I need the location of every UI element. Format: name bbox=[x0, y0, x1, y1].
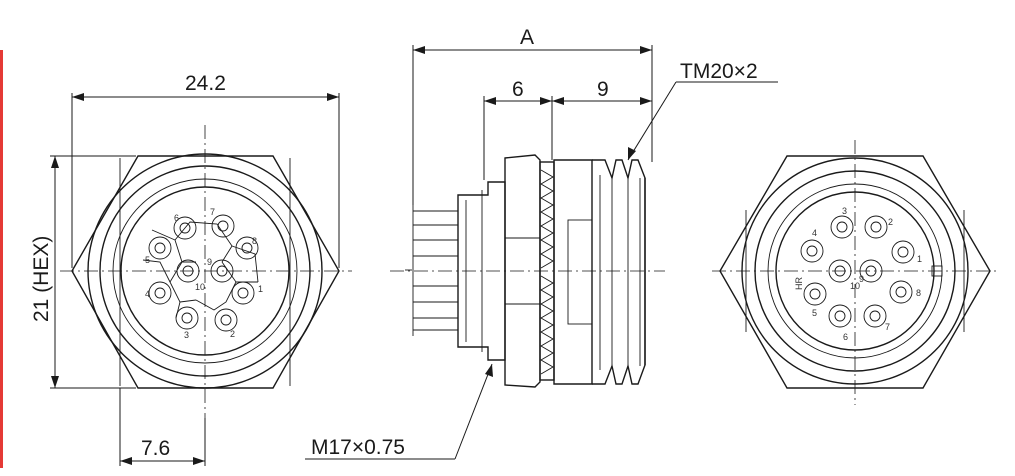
front-pin-label: 10 bbox=[195, 282, 205, 292]
front-pin-10: 10 bbox=[176, 259, 205, 292]
front-pin-7: 7 bbox=[210, 207, 235, 238]
rear-pin-label: 2 bbox=[888, 217, 893, 227]
rear-pin-label: 7 bbox=[885, 322, 890, 332]
rear-key-mark bbox=[931, 265, 943, 277]
front-pin-2: 2 bbox=[214, 308, 238, 339]
front-outer-ring bbox=[87, 153, 323, 389]
dim-hex-label: 21 (HEX) bbox=[30, 236, 53, 322]
dim-9-label: 9 bbox=[597, 78, 609, 101]
accent-bar bbox=[0, 50, 3, 468]
flange-serrations bbox=[540, 169, 554, 375]
dim-width-24-2: 24.2 bbox=[71, 72, 340, 268]
front-pin-label: 7 bbox=[210, 207, 215, 217]
front-pin-3: 3 bbox=[175, 306, 199, 340]
rear-pin-8: 8 bbox=[889, 280, 921, 304]
svg-text:HR: HR bbox=[794, 277, 804, 290]
front-view: 1 2 3 4 5 6 7 8 9 10 24.2 21 (HE bbox=[30, 72, 352, 466]
rear-pin-label: 1 bbox=[917, 254, 922, 264]
rear-pin-9: 9 bbox=[859, 259, 883, 284]
nut-spec-label: M17×0.75 bbox=[311, 436, 405, 459]
rear-pin-label: 6 bbox=[843, 332, 848, 342]
dim-total-A: A bbox=[412, 26, 653, 205]
dim-A-label: A bbox=[520, 26, 534, 49]
front-shell bbox=[553, 159, 593, 385]
front-pin-label: 2 bbox=[230, 329, 235, 339]
front-pin-8: 8 bbox=[235, 236, 259, 260]
contact-tails bbox=[405, 205, 458, 336]
dim-hex-height: 21 (HEX) bbox=[30, 155, 136, 389]
rear-pin-label: 5 bbox=[812, 308, 817, 318]
hex-nut-outline bbox=[71, 155, 340, 389]
rear-pin-label: 4 bbox=[812, 228, 817, 238]
front-pin-label: 4 bbox=[145, 289, 150, 299]
rear-pin-6: 6 bbox=[828, 304, 852, 342]
dim-flange-6: 6 bbox=[483, 78, 553, 180]
dim-width-label: 24.2 bbox=[185, 72, 226, 95]
rear-pin-label: 9 bbox=[859, 274, 864, 284]
front-pin-1: 1 bbox=[231, 281, 263, 305]
rear-pin-5: 5 bbox=[803, 282, 827, 318]
front-pin-label: 3 bbox=[184, 330, 189, 340]
rear-pin-10: 10 bbox=[828, 259, 860, 291]
dim-offset-7-6: 7.6 bbox=[119, 388, 206, 466]
side-view: A 6 9 TM20×2 M bbox=[305, 26, 778, 460]
thread-spec-label: TM20×2 bbox=[680, 60, 758, 83]
rear-insulator-face bbox=[775, 191, 935, 351]
rear-pin-label: 10 bbox=[850, 281, 860, 291]
rear-hex-outline bbox=[719, 155, 991, 389]
leader-thread-spec: TM20×2 bbox=[627, 60, 778, 161]
dim-offset-label: 7.6 bbox=[141, 437, 170, 460]
rear-pin-7: 7 bbox=[863, 304, 890, 332]
front-pin-label: 1 bbox=[258, 284, 263, 294]
front-pin-label: 9 bbox=[207, 257, 212, 267]
coupling-thread bbox=[592, 159, 646, 385]
rear-pin-2: 2 bbox=[864, 215, 893, 239]
front-pin-label: 8 bbox=[252, 236, 257, 246]
rear-pin-4: 4 bbox=[800, 228, 824, 263]
rear-pins: 1 2 3 4 5 6 7 8 9 10 bbox=[800, 206, 922, 342]
rear-outer-ring bbox=[741, 157, 969, 385]
dim-thread-9: 9 bbox=[552, 78, 652, 105]
rear-pin-1: 1 bbox=[891, 240, 922, 264]
front-pin-5: 5 bbox=[145, 236, 172, 265]
rear-pin-label: 3 bbox=[842, 206, 847, 216]
front-pin-6: 6 bbox=[173, 213, 197, 240]
rear-view: HR 1 2 3 4 5 6 7 8 9 10 bbox=[712, 140, 1000, 405]
leader-nut-spec: M17×0.75 bbox=[305, 363, 493, 460]
front-pin-label: 6 bbox=[174, 213, 179, 223]
front-pin-label: 5 bbox=[145, 255, 150, 265]
front-pins: 1 2 3 4 5 6 7 8 9 10 bbox=[145, 207, 263, 340]
rear-pin-label: 8 bbox=[916, 288, 921, 298]
front-pin-9: 9 bbox=[207, 257, 234, 283]
rear-pin-3: 3 bbox=[830, 206, 854, 239]
insulator-face bbox=[120, 186, 290, 356]
panel-nut bbox=[504, 154, 541, 388]
dim-6-label: 6 bbox=[512, 78, 524, 101]
key-slot bbox=[567, 219, 593, 325]
front-pin-4: 4 bbox=[145, 281, 172, 305]
